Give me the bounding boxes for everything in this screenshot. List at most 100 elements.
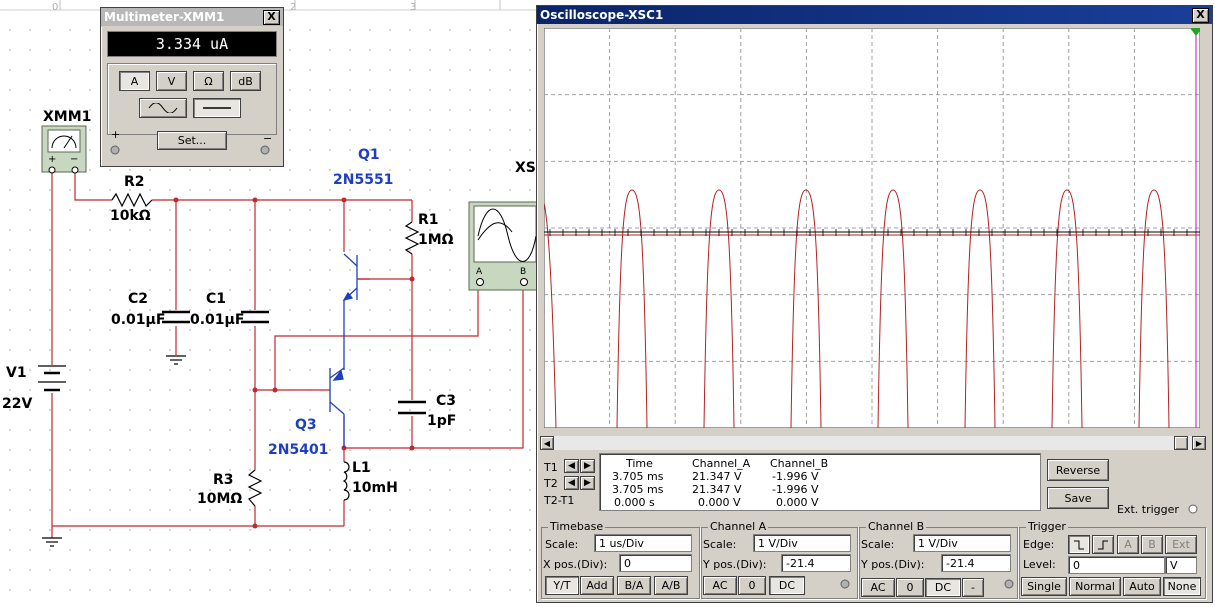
scroll-right-button[interactable]: ▶: [1192, 436, 1206, 450]
channel-b-ypos-field[interactable]: -21.4: [941, 554, 1011, 572]
channel-a-ac-button[interactable]: AC: [703, 576, 737, 595]
cursor-t2-handle[interactable]: [1190, 28, 1200, 36]
timebase-scale-field[interactable]: 1 us/Div: [594, 534, 692, 552]
t1-right-arrow[interactable]: ▶: [580, 459, 595, 473]
timebase-scale-label: Scale:: [545, 538, 579, 551]
edge-falling-button[interactable]: [1068, 535, 1090, 554]
reverse-button[interactable]: Reverse: [1047, 459, 1109, 481]
c3-symbol[interactable]: [398, 400, 426, 415]
mode-ba-button[interactable]: B/A: [617, 576, 651, 595]
mode-db-button[interactable]: dB: [230, 71, 261, 91]
xmm1-instrument[interactable]: + −: [41, 125, 87, 174]
channel-b-ac-button[interactable]: AC: [861, 578, 895, 597]
channel-a-terminal-icon[interactable]: [839, 578, 851, 590]
multimeter-titlebar[interactable]: Multimeter-XMM1 X: [101, 8, 283, 27]
scope-screen[interactable]: [544, 28, 1200, 428]
trigger-level-field[interactable]: 0: [1068, 556, 1165, 574]
q3-ref: Q3: [295, 417, 317, 433]
save-button[interactable]: Save: [1047, 487, 1109, 509]
mode-ampere-button[interactable]: A: [119, 71, 150, 91]
multimeter-plus-terminal: +: [111, 128, 121, 141]
q1-model: 2N5551: [333, 172, 393, 188]
scope-scrollbar[interactable]: ◀ ▶: [540, 436, 1206, 450]
multimeter-close-button[interactable]: X: [263, 9, 280, 25]
c1-symbol[interactable]: [241, 310, 269, 324]
t2-left-arrow[interactable]: ◀: [564, 476, 579, 490]
c2-symbol[interactable]: [162, 310, 190, 324]
ext-trigger-label: Ext. trigger: [1117, 503, 1179, 516]
trigger-source-a-button[interactable]: A: [1117, 535, 1139, 554]
r1-symbol[interactable]: [404, 221, 420, 255]
trigger-level-unit[interactable]: V: [1165, 556, 1197, 574]
header-channel-b: Channel_B: [770, 457, 829, 470]
t1-channel-a: 21.347 V: [692, 470, 742, 483]
mode-yt-button[interactable]: Y/T: [545, 576, 579, 595]
scroll-thumb[interactable]: [1174, 436, 1188, 450]
junctions: [173, 197, 415, 529]
v1-symbol[interactable]: [38, 365, 66, 392]
trigger-level-label: Level:: [1023, 558, 1056, 571]
trigger-edge-label: Edge:: [1023, 538, 1055, 551]
header-channel-a: Channel_A: [692, 457, 751, 470]
channel-a-ypos-label: Y pos.(Div):: [703, 558, 767, 571]
channel-a-zero-button[interactable]: 0: [738, 576, 766, 595]
trigger-source-ext-button[interactable]: Ext: [1165, 535, 1197, 554]
t2-label: T2: [544, 477, 558, 490]
channel-b-scale-field[interactable]: 1 V/Div: [913, 534, 1011, 552]
channel-b-minus-button[interactable]: -: [962, 578, 984, 597]
ruler-tick-2: 2: [290, 2, 296, 13]
header-time: Time: [626, 457, 653, 470]
multimeter-set-button[interactable]: Set...: [157, 131, 227, 150]
diff-channel-b: 0.000 V: [776, 496, 819, 509]
t1-left-arrow[interactable]: ◀: [564, 459, 579, 473]
ac-mode-button[interactable]: [139, 98, 187, 118]
channel-b-terminal-icon[interactable]: [1003, 578, 1015, 590]
trigger-single-button[interactable]: Single: [1021, 577, 1067, 596]
r2-ref: R2: [124, 174, 145, 190]
q1-symbol[interactable]: [342, 253, 370, 370]
mode-ohm-button[interactable]: Ω: [193, 71, 224, 91]
scope-terminal-a: A: [476, 267, 483, 277]
edge-rising-button[interactable]: [1092, 535, 1114, 554]
trigger-normal-button[interactable]: Normal: [1069, 577, 1121, 596]
scroll-left-button[interactable]: ◀: [540, 436, 554, 450]
channel-b-zero-button[interactable]: 0: [896, 578, 924, 597]
r2-symbol[interactable]: [111, 192, 153, 208]
channel-a-scale-field[interactable]: 1 V/Div: [753, 534, 851, 552]
r3-symbol[interactable]: [247, 469, 263, 507]
sine-wave-icon: [148, 103, 178, 113]
oscilloscope-window[interactable]: Oscilloscope-XSC1 X ◀ ▶ T1 T2 T2-T1 ◀ ▶ …: [536, 5, 1213, 603]
terminal-plus-icon: [110, 145, 120, 155]
q3-model: 2N5401: [268, 442, 328, 458]
svg-text:−: −: [70, 154, 78, 165]
channel-b-title: Channel B: [866, 520, 927, 533]
trigger-auto-button[interactable]: Auto: [1123, 577, 1161, 596]
channel-b-dc-button[interactable]: DC: [925, 578, 961, 597]
dc-line-icon: [203, 107, 231, 109]
multimeter-display: 3.334 uA: [107, 31, 277, 57]
r1-ref: R1: [418, 212, 439, 228]
oscilloscope-close-button[interactable]: X: [1192, 7, 1209, 23]
oscilloscope-titlebar[interactable]: Oscilloscope-XSC1 X: [537, 6, 1212, 24]
r2-value: 10kΩ: [110, 208, 151, 224]
dc-mode-button[interactable]: [193, 98, 241, 118]
mode-ab-button[interactable]: A/B: [654, 576, 688, 595]
mode-add-button[interactable]: Add: [580, 576, 614, 595]
trigger-source-b-button[interactable]: B: [1141, 535, 1163, 554]
xsc-label: XS: [515, 160, 536, 176]
t2-right-arrow[interactable]: ▶: [580, 476, 595, 490]
mode-volt-button[interactable]: V: [156, 71, 187, 91]
l1-symbol[interactable]: [342, 461, 350, 501]
ext-trigger-terminal-icon[interactable]: [1187, 503, 1199, 515]
multimeter-reading: 3.334 uA: [155, 35, 229, 53]
multimeter-window[interactable]: Multimeter-XMM1 X 3.334 uA A V Ω dB + − …: [100, 7, 284, 167]
ground-main: [42, 537, 62, 547]
channel-a-ypos-field[interactable]: -21.4: [781, 554, 851, 572]
channel-a-dc-button[interactable]: DC: [769, 576, 805, 595]
t1-channel-b: -1.996 V: [772, 470, 819, 483]
timebase-xpos-field[interactable]: 0: [619, 554, 692, 572]
q3-symbol[interactable]: [329, 367, 345, 448]
t2-channel-a: 21.347 V: [692, 483, 742, 496]
xsc1-instrument[interactable]: [468, 201, 541, 291]
trigger-none-button[interactable]: None: [1163, 577, 1201, 596]
